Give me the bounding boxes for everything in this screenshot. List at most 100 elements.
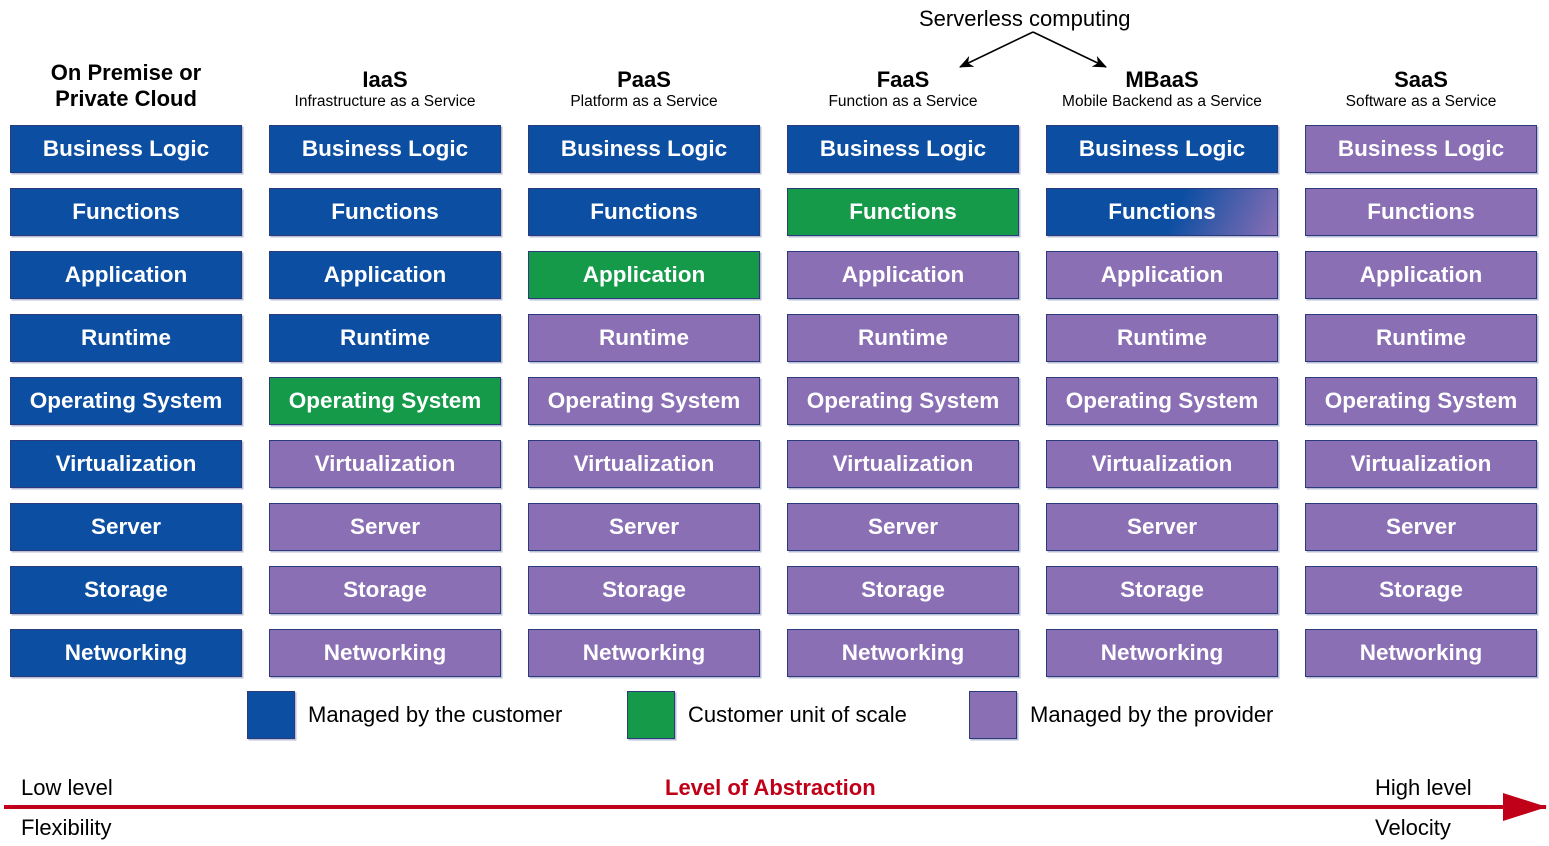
model-subtitle: Infrastructure as a Service	[294, 93, 476, 110]
layer-runtime: Runtime	[1305, 314, 1537, 362]
layer-functions: Functions	[269, 188, 501, 236]
axis-right-bottom: Velocity	[1375, 815, 1451, 840]
layer-runtime: Runtime	[10, 314, 242, 362]
layer-label: Runtime	[81, 325, 171, 350]
layer-business-logic: Business Logic	[787, 125, 1019, 173]
model-subtitle: Mobile Backend as a Service	[1062, 93, 1262, 110]
layer-label: Virtualization	[1091, 451, 1233, 476]
layer-label: Operating System	[806, 388, 1000, 413]
layer-label: Operating System	[1065, 388, 1259, 413]
layer-business-logic: Business Logic	[1046, 125, 1278, 173]
layer-label: Operating System	[1324, 388, 1518, 413]
layer-application: Application	[1046, 251, 1278, 299]
layer-label: Application	[323, 262, 447, 287]
axis-left-bottom: Flexibility	[21, 815, 112, 840]
layer-label: Runtime	[1376, 325, 1466, 350]
layer-label: Application	[64, 262, 188, 287]
layer-label: Functions	[849, 199, 957, 224]
layer-storage: Storage	[528, 566, 760, 614]
model-subtitle: Platform as a Service	[570, 93, 718, 110]
layer-label: Storage	[1379, 577, 1463, 602]
model-subtitle: Software as a Service	[1345, 93, 1497, 110]
layer-label: Application	[582, 262, 706, 287]
layer-business-logic: Business Logic	[269, 125, 501, 173]
layer-label: Business Logic	[1337, 136, 1505, 161]
axis-left-top: Low level	[21, 775, 113, 800]
model-subtitle: Function as a Service	[828, 93, 978, 110]
layer-label: Business Logic	[301, 136, 469, 161]
layer-label: Networking	[1359, 640, 1483, 665]
layer-label: Networking	[582, 640, 706, 665]
layer-server: Server	[10, 503, 242, 551]
layer-functions: Functions	[10, 188, 242, 236]
layer-label: Virtualization	[573, 451, 715, 476]
layer-virtualization: Virtualization	[1046, 440, 1278, 488]
layer-business-logic: Business Logic	[528, 125, 760, 173]
layer-label: Runtime	[340, 325, 430, 350]
layer-label: Storage	[343, 577, 427, 602]
layer-server: Server	[1046, 503, 1278, 551]
arrow-to-faas	[959, 31, 1034, 68]
layer-label: Runtime	[599, 325, 689, 350]
layer-label: Server	[1385, 514, 1457, 539]
layer-storage: Storage	[1046, 566, 1278, 614]
model-name: SaaS	[1394, 67, 1448, 92]
layer-label: Virtualization	[55, 451, 197, 476]
layer-label: Runtime	[858, 325, 948, 350]
layer-label: Operating System	[547, 388, 741, 413]
legend-swatch-provider	[969, 691, 1017, 739]
layer-functions: Functions	[787, 188, 1019, 236]
layer-networking: Networking	[528, 629, 760, 677]
layer-operating-system: Operating System	[1305, 377, 1537, 425]
layer-virtualization: Virtualization	[269, 440, 501, 488]
column-header: On Premise or Private Cloud	[10, 60, 242, 112]
layer-label: Business Logic	[1078, 136, 1246, 161]
layer-runtime: Runtime	[787, 314, 1019, 362]
layer-label: Functions	[1108, 199, 1216, 224]
layer-label: Operating System	[29, 388, 223, 413]
model-name: MBaaS	[1125, 67, 1199, 92]
layer-server: Server	[787, 503, 1019, 551]
layer-label: Storage	[861, 577, 945, 602]
layer-label: Application	[1359, 262, 1483, 287]
legend-swatch-customer	[247, 691, 295, 739]
layer-storage: Storage	[269, 566, 501, 614]
layer-functions: Functions	[1046, 188, 1278, 236]
layer-label: Storage	[602, 577, 686, 602]
layer-virtualization: Virtualization	[10, 440, 242, 488]
axis-right-top: High level	[1375, 775, 1472, 800]
layer-label: Storage	[84, 577, 168, 602]
layer-label: Storage	[1120, 577, 1204, 602]
layer-networking: Networking	[1305, 629, 1537, 677]
layer-label: Business Logic	[560, 136, 728, 161]
model-name: FaaS	[876, 67, 930, 92]
layer-runtime: Runtime	[269, 314, 501, 362]
legend-swatch-scale	[627, 691, 675, 739]
layer-label: Server	[349, 514, 421, 539]
layer-operating-system: Operating System	[787, 377, 1019, 425]
layer-label: Runtime	[1117, 325, 1207, 350]
layer-label: Functions	[72, 199, 180, 224]
layer-storage: Storage	[1305, 566, 1537, 614]
layer-label: Virtualization	[832, 451, 974, 476]
layer-operating-system: Operating System	[528, 377, 760, 425]
layer-networking: Networking	[787, 629, 1019, 677]
layer-label: Virtualization	[1350, 451, 1492, 476]
layer-label: Server	[90, 514, 162, 539]
layer-label: Server	[608, 514, 680, 539]
layer-virtualization: Virtualization	[787, 440, 1019, 488]
layer-operating-system: Operating System	[1046, 377, 1278, 425]
layer-functions: Functions	[528, 188, 760, 236]
layer-label: Networking	[1100, 640, 1224, 665]
layer-application: Application	[787, 251, 1019, 299]
layer-label: Functions	[1367, 199, 1475, 224]
layer-label: Networking	[64, 640, 188, 665]
layer-business-logic: Business Logic	[10, 125, 242, 173]
legend-label-scale: Customer unit of scale	[688, 702, 907, 727]
